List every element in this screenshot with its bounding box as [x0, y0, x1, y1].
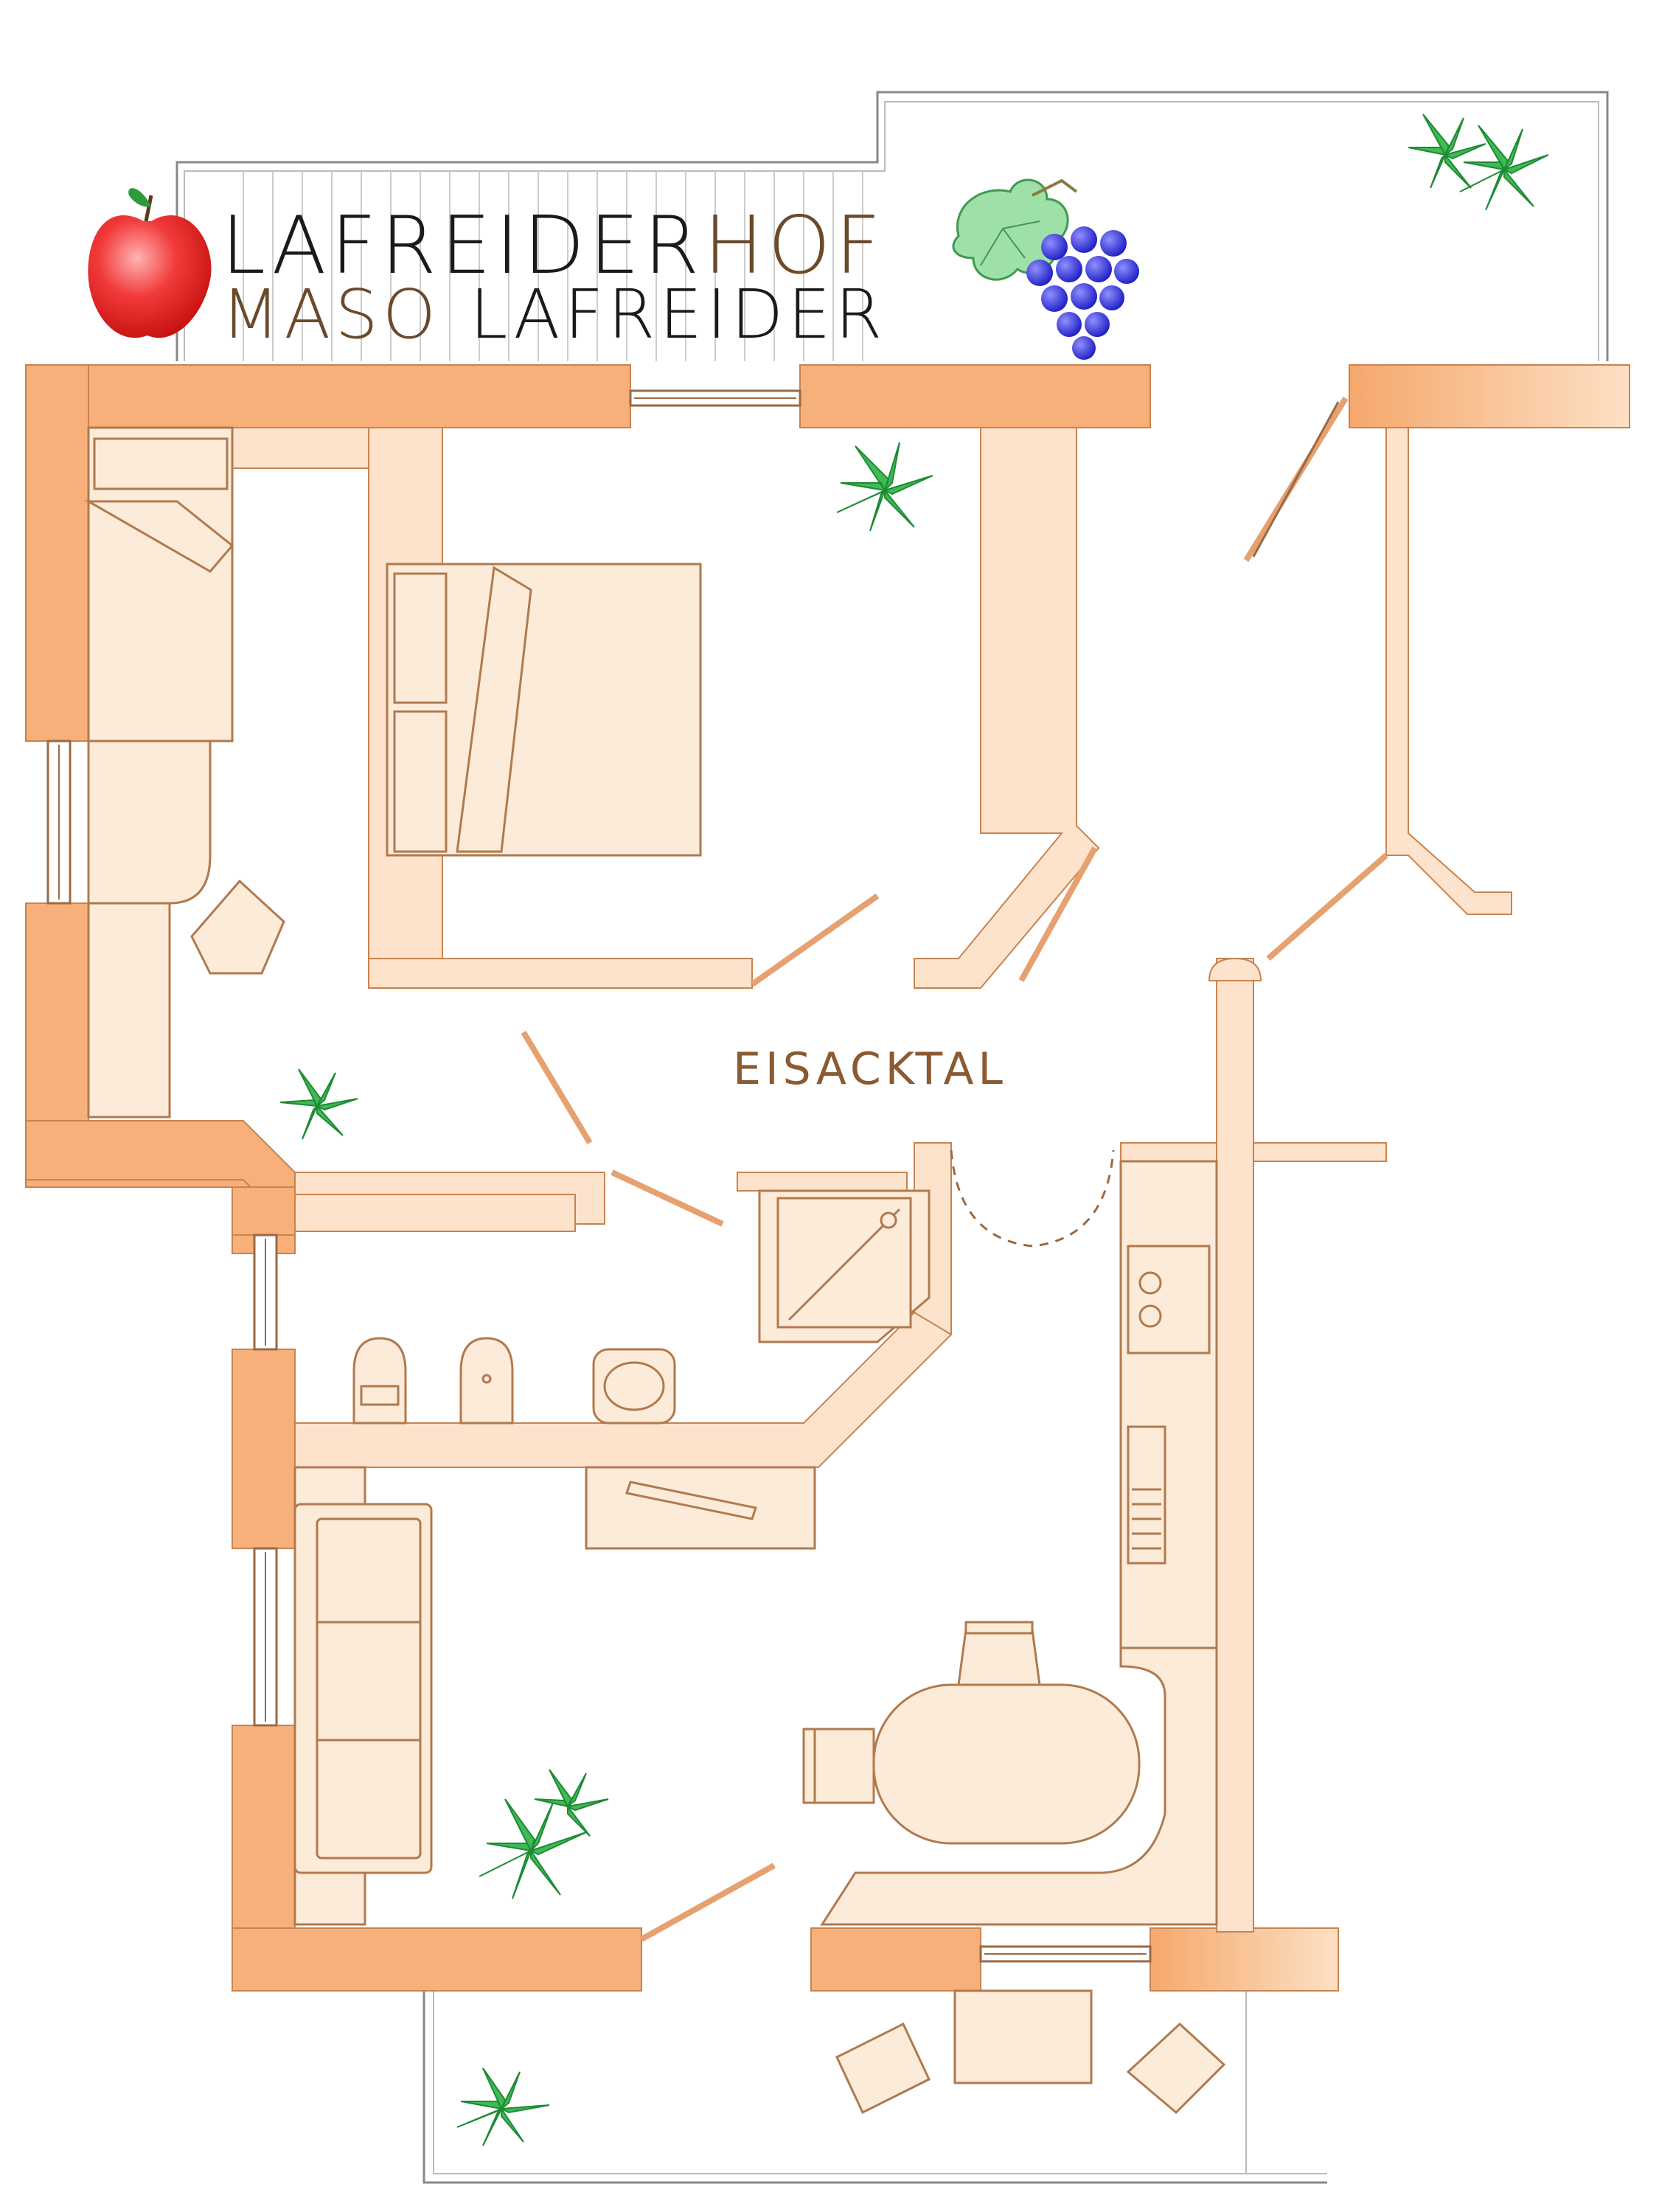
toilet — [352, 1337, 407, 1425]
shower — [758, 1189, 931, 1343]
corner-bench — [820, 1646, 1218, 1926]
stair-hatching — [243, 171, 863, 361]
windows — [46, 389, 1152, 1963]
chair-left — [190, 879, 285, 975]
sofa — [293, 1466, 433, 1926]
single-bed — [84, 426, 234, 742]
washbasin — [592, 1348, 676, 1425]
room-label-eisacktal: EISACKTAL — [733, 1043, 1007, 1095]
dining-table — [872, 1683, 1141, 1845]
exterior-walls — [25, 364, 1630, 1992]
bidet — [459, 1337, 514, 1425]
svg-text:LAFREIDERHOF: LAFREIDERHOF — [221, 200, 886, 292]
top-terrace — [175, 91, 1609, 361]
plant-icons — [279, 114, 1549, 2146]
logo-subtitle-first: MASO — [221, 275, 440, 354]
apple-icon — [88, 188, 212, 338]
interior-walls — [88, 427, 1512, 1933]
double-bed — [386, 563, 702, 857]
bottom-terrace — [422, 1991, 1327, 2184]
bench-left — [87, 740, 212, 1119]
grape-leaf-icon — [952, 178, 1078, 281]
kitchen-counter — [1119, 1160, 1218, 1649]
door-leaves — [521, 396, 1388, 1942]
grape-cluster-icon — [1026, 226, 1139, 360]
logo-subtitle-second: LAFREIDER — [470, 275, 886, 354]
bath-cabinet — [585, 1466, 816, 1550]
logo-name-main: LAFREIDER — [221, 200, 703, 292]
terrace-furniture — [835, 1989, 1226, 2115]
dining-chairs — [802, 1621, 1041, 1804]
logo-name-suffix: HOF — [703, 200, 885, 292]
